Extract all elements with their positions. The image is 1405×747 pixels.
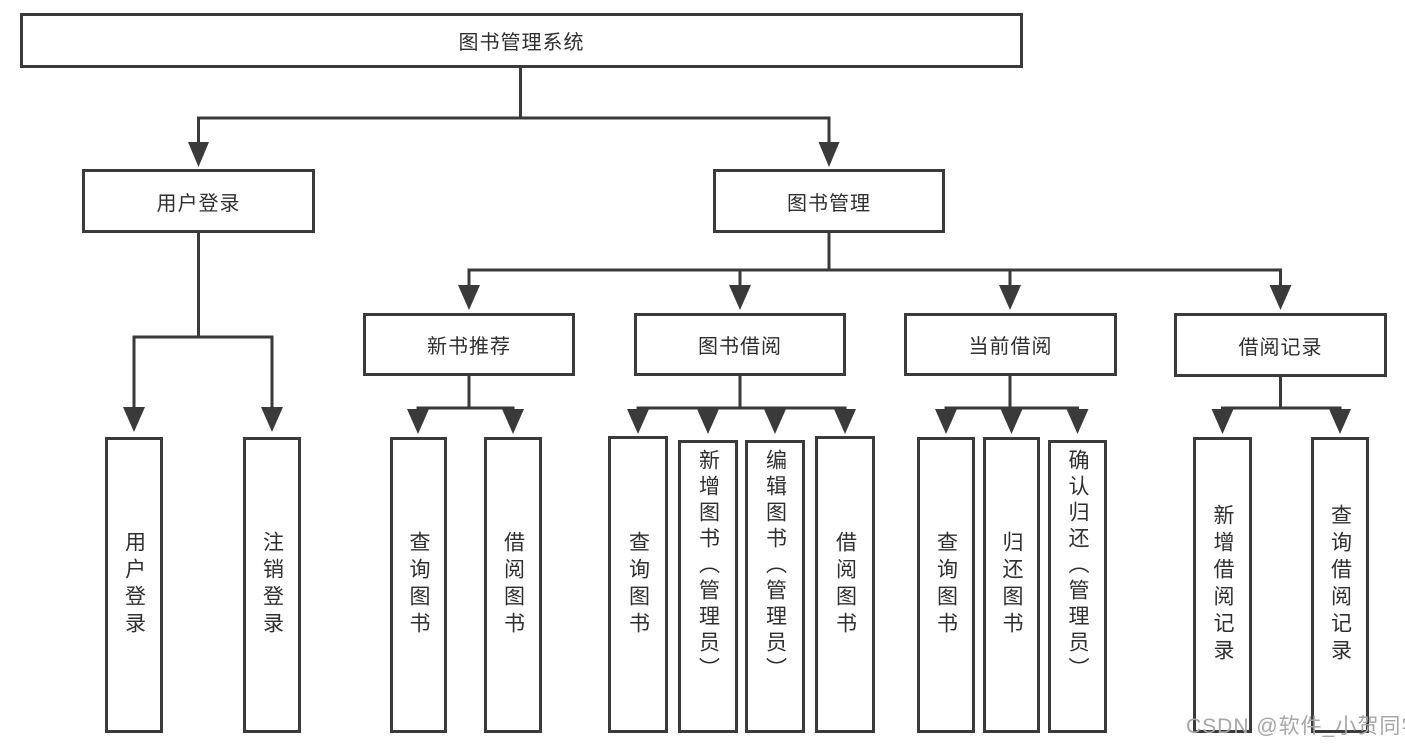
- leaf-query-borrow-record-label: 查询借阅记录: [1328, 504, 1352, 666]
- leaf-logout-login: 注销登录: [243, 437, 301, 733]
- leaf-borrow-book-label: 借阅图书: [833, 530, 857, 639]
- node-borrow-records: 借阅记录: [1174, 313, 1387, 377]
- node-current-borrow-label: 当前借阅: [968, 336, 1053, 358]
- node-new-book-recommend-label: 新书推荐: [427, 336, 511, 358]
- watermark: CSDN @软件_小贺同学: [1186, 715, 1405, 738]
- leaf-query-book-recommend: 查询图书: [390, 437, 447, 733]
- leaf-return-book-label: 归还图书: [1000, 531, 1023, 639]
- node-book-management-label: 图书管理: [787, 192, 871, 215]
- leaf-query-book-current: 查询图书: [917, 437, 975, 733]
- node-book-borrow-label: 图书借阅: [698, 336, 782, 358]
- leaf-edit-book-admin: 编辑图书（管理员）: [745, 440, 805, 733]
- leaf-add-borrow-record: 新增借阅记录: [1193, 437, 1252, 733]
- leaf-user-login-label: 用户登录: [122, 531, 146, 639]
- node-user-login-label: 用户登录: [156, 192, 241, 215]
- node-new-book-recommend: 新书推荐: [363, 313, 575, 376]
- node-current-borrow: 当前借阅: [904, 313, 1117, 376]
- leaf-return-book: 归还图书: [983, 437, 1040, 733]
- node-root: 图书管理系统: [20, 13, 1023, 68]
- node-borrow-records-label: 借阅记录: [1238, 336, 1323, 359]
- leaf-add-book-admin-label: 新增图书（管理员）: [696, 449, 720, 683]
- leaf-query-book-current-label: 查询图书: [934, 531, 958, 639]
- leaf-borrow-book-recommend-label: 借阅图书: [501, 531, 525, 639]
- leaf-user-login: 用户登录: [105, 437, 163, 733]
- node-book-borrow: 图书借阅: [634, 313, 846, 376]
- node-root-label: 图书管理系统: [458, 32, 585, 54]
- leaf-borrow-book-recommend: 借阅图书: [484, 437, 542, 733]
- leaf-confirm-return-admin: 确认归还（管理员）: [1048, 440, 1107, 733]
- leaf-add-book-admin: 新增图书（管理员）: [678, 440, 738, 733]
- leaf-add-borrow-record-label: 新增借阅记录: [1211, 504, 1234, 666]
- leaf-query-book-borrow-label: 查询图书: [626, 530, 650, 639]
- node-user-login: 用户登录: [82, 169, 315, 233]
- leaf-query-book-borrow: 查询图书: [608, 436, 668, 733]
- leaf-borrow-book: 借阅图书: [815, 436, 875, 733]
- leaf-edit-book-admin-label: 编辑图书（管理员）: [763, 449, 787, 683]
- leaf-query-book-recommend-label: 查询图书: [407, 531, 430, 639]
- leaf-query-borrow-record: 查询借阅记录: [1311, 437, 1369, 733]
- leaf-confirm-return-admin-label: 确认归还（管理员）: [1066, 449, 1089, 683]
- node-book-management: 图书管理: [713, 169, 945, 233]
- leaf-logout-login-label: 注销登录: [260, 531, 284, 639]
